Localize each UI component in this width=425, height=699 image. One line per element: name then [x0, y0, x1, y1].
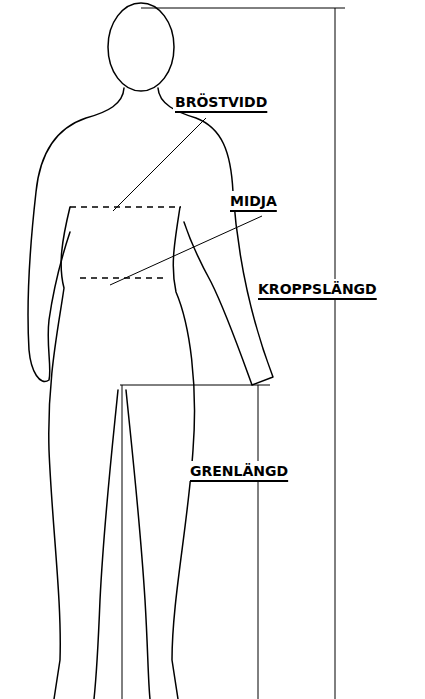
- measure-lines: [110, 8, 345, 699]
- right-leg-inner: [126, 390, 150, 699]
- height-label: KROPPSLÄNGD: [256, 279, 379, 299]
- left-arm-outline: [28, 88, 124, 381]
- chest-label: BRÖSTVIDD: [173, 92, 269, 112]
- head-outline: [108, 3, 174, 91]
- measure-dashes: [70, 207, 181, 278]
- left-leg-inner: [94, 390, 118, 699]
- left-body-outline: [49, 207, 70, 699]
- inseam-label: GRENLÄNGD: [188, 461, 290, 481]
- right-body-outline: [172, 207, 194, 699]
- waist-label: MIDJA: [228, 191, 279, 211]
